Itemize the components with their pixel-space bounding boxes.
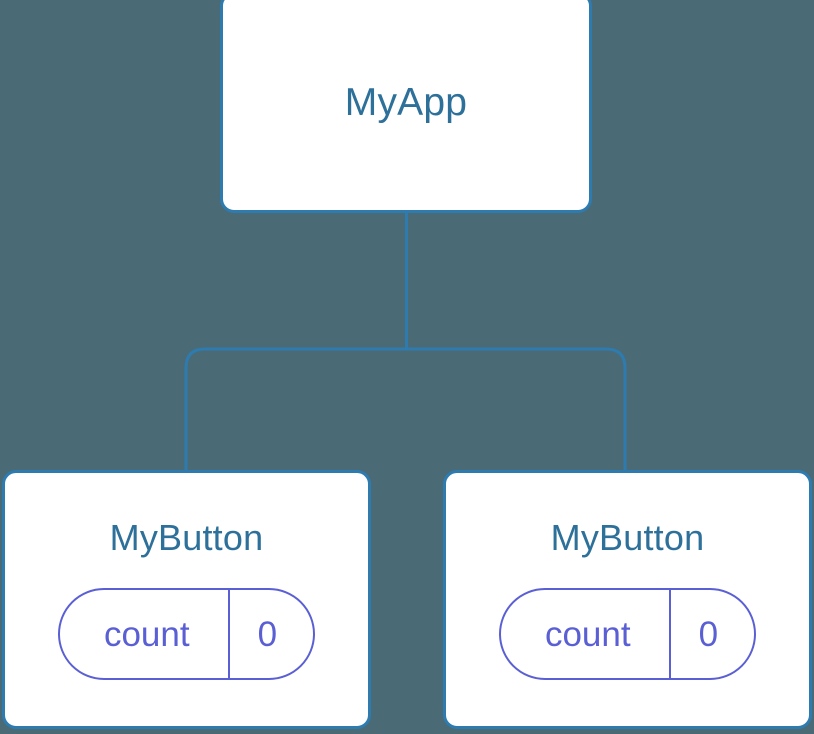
node-child-mybutton-1[interactable]: MyButton count 0	[2, 470, 371, 729]
connector-branch-right	[406, 347, 627, 472]
node-title: MyButton	[550, 517, 705, 558]
node-root-myapp[interactable]: MyApp	[220, 0, 592, 213]
state-pill[interactable]: count 0	[57, 588, 316, 680]
connector-branch-left	[184, 347, 407, 472]
state-key-label: count	[544, 614, 631, 654]
state-divider	[227, 590, 230, 678]
state-pill[interactable]: count 0	[498, 588, 757, 680]
state-key-label: count	[103, 614, 190, 654]
node-child-mybutton-2[interactable]: MyButton count 0	[443, 470, 812, 729]
state-value-label: 0	[257, 614, 278, 654]
node-title: MyApp	[344, 81, 468, 124]
state-value-label: 0	[698, 614, 719, 654]
state-divider	[668, 590, 671, 678]
node-title: MyButton	[109, 517, 264, 558]
